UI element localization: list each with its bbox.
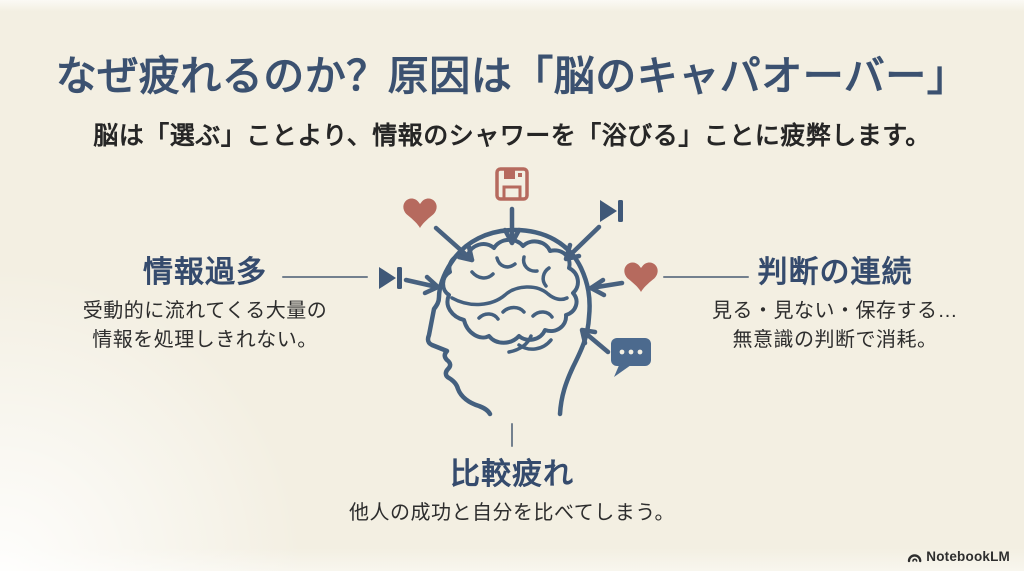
arrow-icon: [588, 277, 625, 298]
cause-heading: 情報過多: [143, 256, 267, 289]
arrow-icon: [403, 274, 441, 296]
page-title: なぜ疲れるのか？原因は「脳のキャパオーバー」: [55, 53, 969, 99]
cause-block-constant-decisions: 判断の連続 見る・見ない・保存する… 無意識の判断で消耗。: [668, 256, 1002, 355]
cause-description: 受動的に流れてくる大量の 情報を処理しきれない。: [82, 300, 328, 351]
cause-description: 他人の成功と自分を比べてしまう。: [349, 502, 675, 524]
speech-bubble-icon: [611, 338, 651, 377]
brand-label: NotebookLM: [926, 549, 1010, 564]
cause-heading: 比較疲れ: [450, 458, 574, 491]
page-subtitle: 脳は「選ぶ」ことより、情報のシャワーを「浴びる」ことに疲弊します。: [93, 122, 931, 150]
heart-icon: [403, 198, 437, 228]
floppy-disk-icon: [495, 167, 529, 201]
arrow-icon: [579, 327, 611, 355]
cause-heading: 判断の連続: [757, 256, 913, 289]
connector-lines: [282, 276, 749, 447]
heart-icon: [624, 262, 658, 292]
cause-description: 見る・見ない・保存する… 無意識の判断で消耗。: [712, 300, 958, 351]
arrow-icon: [433, 225, 475, 263]
inbound-arrows: [403, 206, 625, 355]
arrow-icon: [502, 206, 522, 246]
notebooklm-watermark: NotebookLM: [907, 549, 1010, 564]
notebooklm-logo-icon: [908, 553, 922, 562]
skip-next-icon: [600, 200, 623, 222]
cause-block-comparison-fatigue: 比較疲れ 他人の成功と自分を比べてしまう。: [0, 458, 1024, 528]
cause-block-information-overload: 情報過多 受動的に流れてくる大量の 情報を処理しきれない。: [40, 256, 370, 355]
skip-next-icon: [379, 267, 402, 289]
arrow-icon: [563, 224, 602, 262]
